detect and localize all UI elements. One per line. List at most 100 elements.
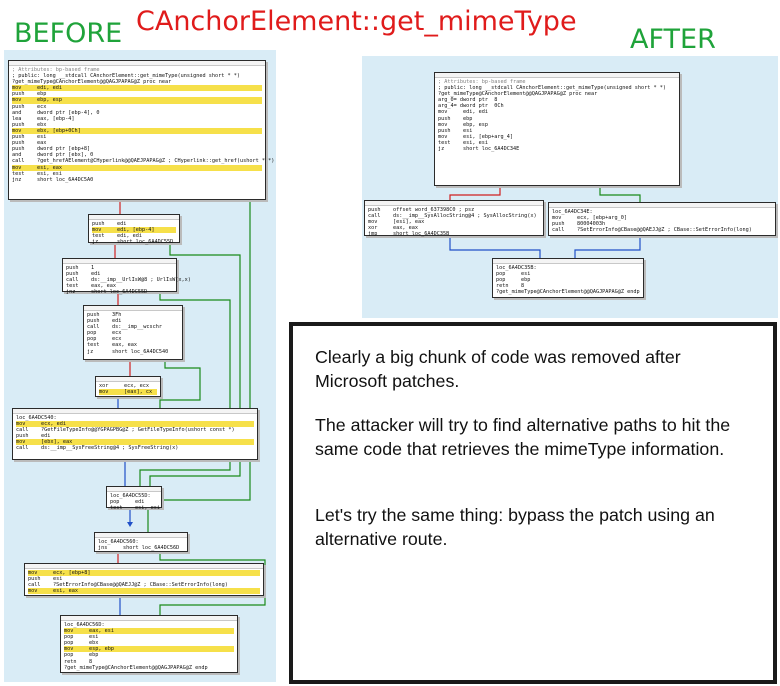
edge-a1-a2 [449,186,501,200]
asm-line: mov esp, ebp [64,646,234,653]
edge-a1-a3 [599,186,641,202]
asm-line: pop ebx [64,640,99,647]
asm-line: retn 8 [496,283,525,290]
asm-line: jnz short loc_6A4DC5A0 [12,176,94,183]
asm-line: pop ebp [64,652,99,659]
asm-line: push esi [438,127,473,134]
edge-b3-b7 [139,292,231,486]
block-title-bar[interactable] [13,409,257,414]
asm-line: ?get_mimeType@CAnchorElement@@QAGJPAPAG@… [12,79,172,86]
after-block-1[interactable]: ; Attributes: bp-based frame; public: lo… [434,72,680,186]
asm-line: push ebp [12,91,47,98]
block-title-bar[interactable] [549,203,775,208]
asm-line: push esi [12,134,47,141]
block-title-bar[interactable] [493,259,643,264]
before-block-1[interactable]: ; Attributes: bp-based frame; public: lo… [8,60,274,200]
asm-line: ; public: long __stdcall CAnchorElement:… [12,73,240,80]
asm-line: mov [ebx], eax [16,439,254,446]
asm-line: push ebx [12,121,47,128]
asm-line: pop edi [110,499,145,506]
block-title-bar[interactable] [435,73,679,78]
asm-line: mov edi, edi [12,85,262,92]
asm-line: push 3Fh [87,312,122,318]
asm-line: pop ecx [87,330,122,337]
asm-line: push esi [28,576,63,583]
asm-line: pop ebp [496,277,531,284]
edge-a3-a4 [574,236,641,258]
asm-line: mov esi, [ebp+arg_4] [438,133,513,140]
asm-line: loc_6A4DC560: [98,539,139,545]
asm-line: push 80004003h [552,221,606,228]
asm-line: mov ecx, [ebp+8] [28,570,260,577]
asm-line: ; Attributes: bp-based frame [12,67,100,73]
block-title-bar[interactable] [25,564,263,569]
asm-line: test esi, esi [12,170,62,177]
asm-line: loc_6A4DC34E: [552,209,593,215]
asm-line: jz short loc_6A4DC55D [92,239,174,246]
asm-line: push edi [87,318,122,325]
before-block-8[interactable]: loc_6A4DC560:jns short loc_6A4DC56D [94,532,188,552]
asm-line: mov [eax], cx [99,389,157,396]
annotation-paragraph-1: Clearly a big chunk of code was removed … [315,347,681,391]
asm-line: call ds:__imp__wcschr [87,324,162,331]
asm-line: test edi, edi [92,233,142,240]
function-title: CAnchorElement::get_mimeType [136,6,577,37]
annotation-paragraph-3: Let's try the same thing: bypass the pat… [315,505,715,549]
asm-line: jz short loc_6A4DC34E [438,146,520,153]
asm-line: push offset word_637398C0 ; psz [368,207,475,213]
asm-line: mov edi, edi [438,109,488,116]
asm-line: ?get_mimeType@CAnchorElement@@QAGJPAPAG@… [496,289,640,296]
asm-line: push ecx [12,103,47,110]
asm-line: push edi [66,271,101,278]
asm-line: mov ecx, [ebp+arg_0] [552,215,627,222]
asm-line: mov ecx, edi [16,421,254,428]
asm-line: test eax, eax [66,283,116,290]
asm-line: mov esi, eax [28,588,260,595]
asm-line: jmp short loc_6A4DC35B [368,231,450,238]
block-title-bar[interactable] [9,61,265,66]
asm-line: and dword ptr [ebx], 0 [12,152,94,159]
block-title-bar[interactable] [63,259,176,264]
block-title-bar[interactable] [107,487,161,492]
asm-line: call ?SetErrorInfo@CBase@@QAEJJ@Z ; CBas… [28,582,228,589]
block-title-bar[interactable] [84,306,182,311]
asm-line: pop esi [64,634,99,641]
asm-line: push 1 [66,265,95,271]
asm-line: mov [esi], eax [368,219,425,226]
asm-line: call ?GetFileTypeInfo@@YGPAGPBG@Z ; GetF… [16,427,235,434]
after-block-3[interactable]: loc_6A4DC34E:mov ecx, [ebp+arg_0]push 80… [548,202,776,236]
asm-line: loc_6A4DC540: [16,415,57,421]
asm-line: push dword ptr [ebp+8] [12,146,91,153]
asm-line: mov ebp, esp [438,121,488,128]
block-title-bar[interactable] [89,215,179,220]
annotation-box: Clearly a big chunk of code was removed … [289,322,777,684]
annotation-paragraph-2: The attacker will try to find alternativ… [315,415,731,459]
asm-line: call ds:__imp__SysFreeString@4 ; SysFree… [16,445,179,452]
asm-line: test eax, eax [87,342,137,349]
asm-line: loc_6A4DC35B: [496,265,537,271]
asm-line: retn 8 [64,658,93,665]
block-title-bar[interactable] [96,377,160,382]
asm-line: ?get_mimeType@CAnchorElement@@QAGJPAPAG@… [64,664,208,671]
asm-line: call ds:__imp__UrlIsW@8 ; UrlIsW(x,x) [66,277,191,284]
asm-line: lea eax, [ebp-4] [12,115,75,122]
asm-line: xor ecx, ecx [99,383,149,389]
block-title-bar[interactable] [95,533,187,538]
edge-b2-b7 [149,243,241,486]
asm-line: push edi [92,221,127,227]
asm-line: ; Attributes: bp-based frame [438,79,526,85]
block-title-bar[interactable] [365,201,543,206]
after-label: AFTER [630,24,716,55]
block-title-bar[interactable] [61,616,237,621]
asm-line: mov esi, eax [12,164,262,171]
